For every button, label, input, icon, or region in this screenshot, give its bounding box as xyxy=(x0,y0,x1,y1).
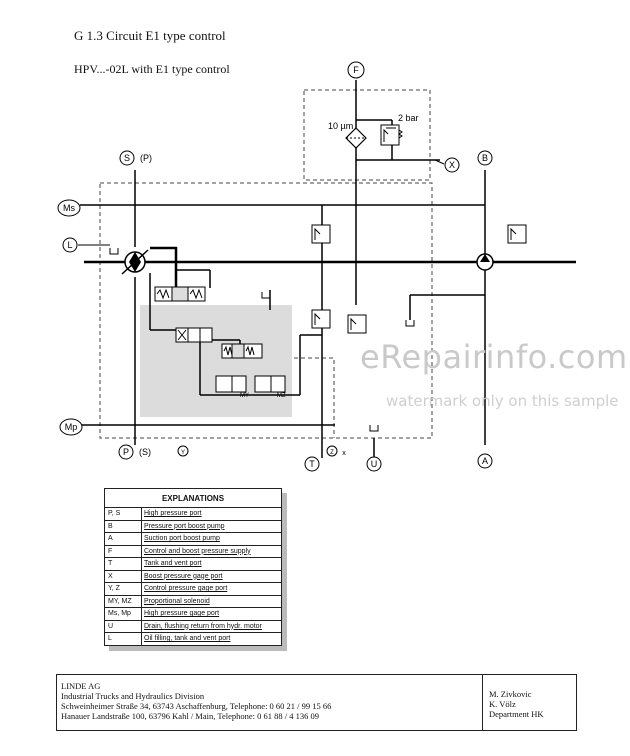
port-a-label: A xyxy=(482,456,488,466)
port-u-label: U xyxy=(371,459,378,469)
legend-key: MY, MZ xyxy=(105,595,142,607)
port-x-label: X xyxy=(449,160,455,170)
legend-desc: Control and boost pressure supply xyxy=(144,547,251,555)
control-block-area xyxy=(140,305,292,417)
legend-key: L xyxy=(105,633,142,645)
legend-key: Ms, Mp xyxy=(105,608,142,620)
port-z-label: Z xyxy=(330,450,334,456)
main-pump xyxy=(121,249,149,275)
port-b-label: B xyxy=(482,153,488,163)
legend-key: X xyxy=(105,570,142,582)
proportional-solenoids xyxy=(215,375,286,393)
tank-symbols xyxy=(109,248,415,432)
department: Department HK xyxy=(489,709,544,719)
watermark-note: watermark only on this sample xyxy=(386,392,619,410)
company-division: Industrial Trucks and Hydraulics Divisio… xyxy=(61,691,205,701)
boost-pump xyxy=(476,253,494,271)
legend-key: F xyxy=(105,545,142,557)
port-p-label: P xyxy=(123,447,129,457)
filter-label: 10 µm xyxy=(328,121,353,131)
watermark-brand: eRepairinfo.com xyxy=(360,338,628,376)
port-t-label: T xyxy=(309,459,315,469)
footer-divider xyxy=(482,675,483,730)
legend-key: A xyxy=(105,533,142,545)
footer-authors: M. Zivkovic K. Völz Department HK xyxy=(489,689,544,719)
legend-key: P, S xyxy=(105,508,142,520)
explanations-title: EXPLANATIONS xyxy=(105,489,281,508)
port-labels: F S (P) B X Ms L Mp P (S) Y Z x T U A xyxy=(63,65,488,469)
legend-desc: Boost pressure gage port xyxy=(144,572,223,580)
servo-piston xyxy=(154,286,206,302)
port-mp-label: Mp xyxy=(65,422,78,432)
footer-title-block: LINDE AG Industrial Trucks and Hydraulic… xyxy=(56,674,577,731)
port-s-suffix: (P) xyxy=(140,153,152,163)
relief-valve-2bar xyxy=(380,124,403,146)
diagram-subtitle: HPV...-02L with E1 type control xyxy=(74,62,230,76)
port-ms-label: Ms xyxy=(63,203,75,213)
legend-key: Y, Z xyxy=(105,583,142,595)
valve-cartridges xyxy=(311,224,527,334)
control-valve xyxy=(175,327,263,359)
legend-desc: Control pressure gage port xyxy=(144,585,228,592)
legend-desc: Suction port boost pump xyxy=(144,535,220,542)
page-title: G 1.3 Circuit E1 type control xyxy=(74,28,226,43)
footer-company-info: LINDE AG Industrial Trucks and Hydraulic… xyxy=(61,681,331,721)
pump-high-pressure-lines xyxy=(150,246,178,290)
legend-desc: Proportional solenoid xyxy=(144,597,210,605)
legend-desc: High pressure port xyxy=(144,510,202,517)
company-address-2: Hanauer Landstraße 100, 63796 Kahl / Mai… xyxy=(61,711,319,721)
author-2: K. Völz xyxy=(489,699,516,709)
legend-key: B xyxy=(105,520,142,532)
port-y-label: Y xyxy=(181,450,185,456)
port-f-label: F xyxy=(353,65,359,75)
port-l-label: L xyxy=(67,240,72,250)
legend-desc: Tank and vent port xyxy=(144,560,202,567)
filter-element xyxy=(345,127,367,149)
legend-key: U xyxy=(105,620,142,632)
author-1: M. Zivkovic xyxy=(489,689,532,699)
company-address-1: Schweinheimer Straße 34, 63743 Aschaffen… xyxy=(61,701,332,711)
legend-desc: Oil filling, tank and vent port xyxy=(144,635,231,642)
solenoid-mz-label: MZ xyxy=(277,393,286,399)
legend-key: T xyxy=(105,558,142,570)
relief-pressure-label: 2 bar xyxy=(398,113,419,123)
port-p-suffix: (S) xyxy=(139,447,151,457)
solenoid-my-label: MY xyxy=(240,393,249,399)
legend-desc: Pressure port boost pump xyxy=(144,522,225,530)
port-z-suffix: x xyxy=(342,450,346,457)
company-name: LINDE AG xyxy=(61,681,101,691)
legend-desc: Drain, flushing return from hydr. motor xyxy=(144,622,262,630)
port-s-label: S xyxy=(124,153,130,163)
legend-desc: High pressure gage port xyxy=(144,610,220,617)
port-circles xyxy=(57,61,493,472)
pipelines xyxy=(80,80,576,458)
hydraulic-circuit-diagram: 10 µm 2 bar xyxy=(57,61,576,472)
pointer-arrows xyxy=(78,159,445,246)
